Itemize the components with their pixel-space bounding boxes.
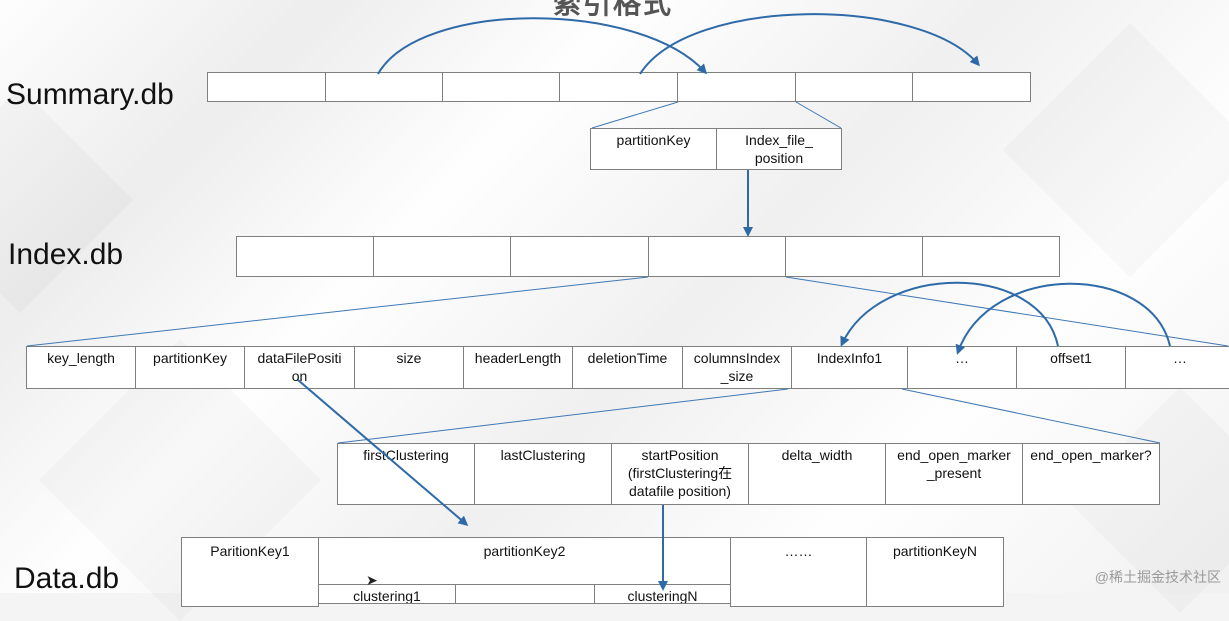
rie-cell-10: offset1 [1016,346,1126,389]
index-db-label: Index.db [8,238,124,271]
data-db-label: Data.db [14,562,120,595]
index-info-cell-2: lastClustering [474,443,612,505]
watermark: @稀土掘金技术社区 [1094,569,1221,585]
rie-cell-2: partitionKey [135,346,245,389]
index-info-cell-1: firstClustering [337,443,475,505]
rie-cell-9: … [907,346,1017,389]
index-cell-2 [373,236,511,277]
data-sub-cell-middle [455,584,595,604]
summary-cell-1 [207,72,326,102]
rie-cell-5: headerLength [463,346,573,389]
data-sub-cell-2: clusteringN [594,584,731,604]
rie-cell-7: columnsIndex_size [682,346,792,389]
summary-entry-cell-2: Index_file_position [716,128,842,170]
summary-cell-7 [912,72,1031,102]
data-cell-3: …… [730,537,867,607]
index-cell-6 [922,236,1060,277]
summary-cell-3 [442,72,560,102]
rie-cell-4: size [354,346,464,389]
summary-cell-4 [559,72,678,102]
summary-cell-5 [677,72,796,102]
index-cell-4 [648,236,786,277]
summary-cell-2 [325,72,443,102]
rie-cell-11: … [1125,346,1229,389]
diagram-title: 索引格式 [553,0,674,19]
data-cell-1: ParitionKey1 [181,537,319,607]
index-cell-5 [785,236,923,277]
rie-cell-6: deletionTime [572,346,683,389]
index-cell-1 [236,236,374,277]
index-cell-3 [510,236,649,277]
summary-cell-6 [795,72,913,102]
summary-db-label: Summary.db [6,78,174,111]
rie-cell-1: key_length [26,346,136,389]
mouse-cursor-icon: ➤ [366,572,378,588]
summary-entry-cell-1: partitionKey [590,128,717,170]
index-info-cell-4: delta_width [748,443,886,505]
rie-cell-8: IndexInfo1 [791,346,908,389]
index-info-cell-5: end_open_marker_present [885,443,1023,505]
data-cell-2: partitionKey2 [318,537,731,585]
index-info-cell-6: end_open_marker? [1022,443,1160,505]
data-sub-cell-1: clustering1 [318,584,456,604]
data-cell-4: partitionKeyN [866,537,1004,607]
